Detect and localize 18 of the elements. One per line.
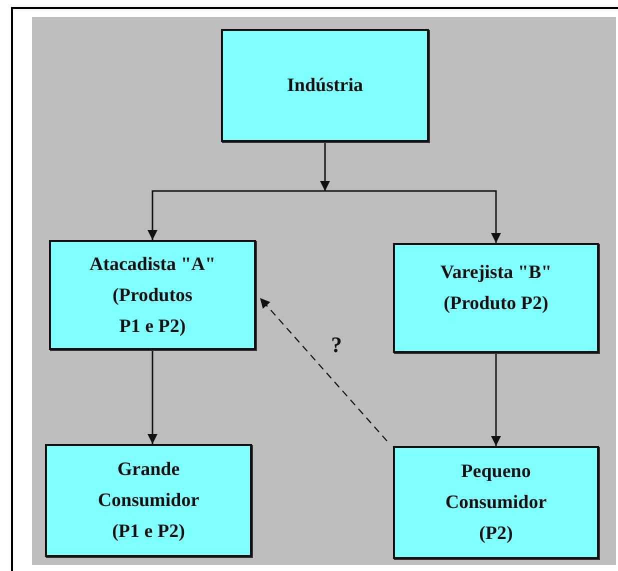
arrow	[148, 350, 158, 444]
process-box	[393, 446, 599, 559]
box-label: Atacadista "A"	[89, 252, 216, 276]
arrow	[320, 142, 330, 191]
dashed-arrow	[260, 298, 388, 442]
arrow	[325, 190, 501, 243]
box-label: Grande Consumidor (P1 e P2)	[96, 458, 200, 544]
box-label: (Produto P2)	[444, 292, 548, 316]
process-box	[221, 29, 429, 142]
arrow	[148, 190, 325, 240]
box-label: (Produtos P1 e P2)	[112, 284, 194, 338]
arrow	[491, 353, 501, 446]
box-label: Varejista "B"	[440, 261, 552, 285]
box-label: Indústria	[286, 74, 364, 98]
box-label: Pequeno Consumidor (P2)	[444, 460, 548, 546]
process-box	[393, 243, 599, 353]
process-box	[49, 240, 256, 350]
process-box	[45, 444, 252, 557]
